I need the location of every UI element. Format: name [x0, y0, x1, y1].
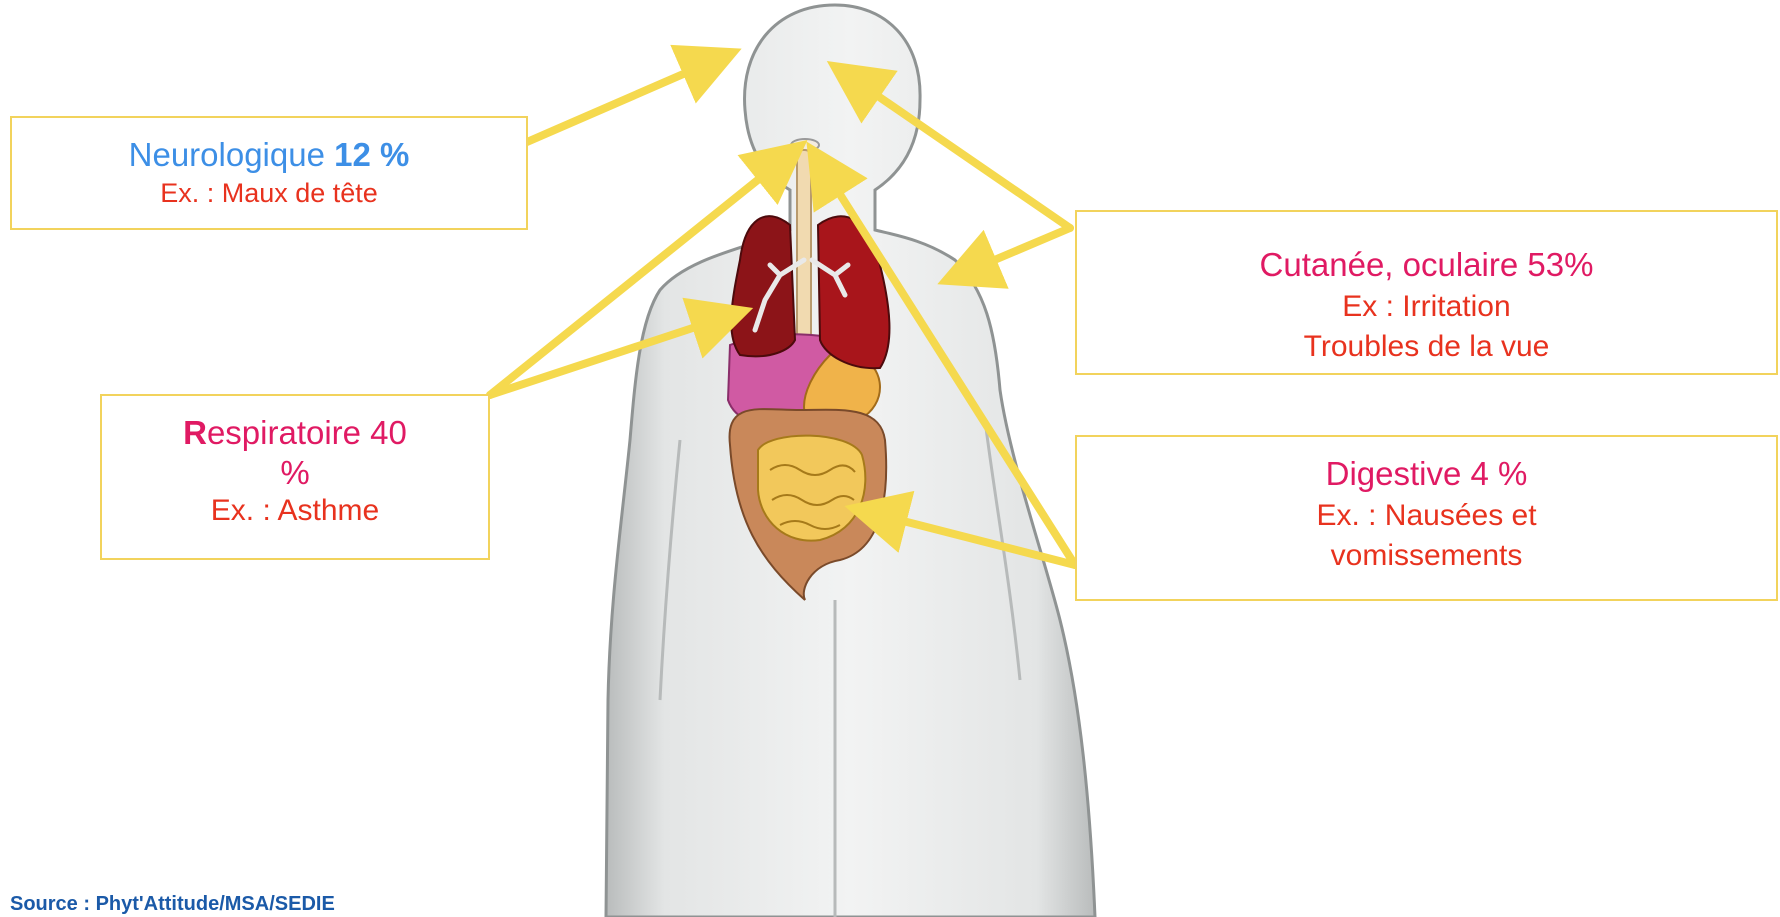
digestive-example-2: vomissements [1077, 539, 1776, 573]
left-lung [731, 216, 795, 356]
arrow-cutanee-arm [952, 228, 1070, 278]
cutanee-box: Cutanée, oculaire 53% Ex : Irritation Tr… [1075, 210, 1778, 375]
digestive-box: Digestive 4 % Ex. : Nausées et vomisseme… [1075, 435, 1778, 601]
neurologique-example: Ex. : Maux de tête [12, 178, 526, 209]
neurologique-percent: 12 % [334, 136, 409, 173]
respiratoire-example: Ex. : Asthme [102, 494, 488, 528]
cutanee-title: Cutanée, oculaire 53% [1077, 246, 1776, 284]
neurologique-box: Neurologique 12 % Ex. : Maux de tête [10, 116, 528, 230]
digestive-example-1: Ex. : Nausées et [1077, 499, 1776, 533]
neurologique-title-line: Neurologique 12 % [12, 136, 526, 174]
respiratoire-label: espiratoire 40 [207, 414, 407, 451]
respiratoire-percent: % [102, 454, 488, 492]
respiratoire-initial: R [183, 414, 207, 451]
cutanee-example-2: Troubles de la vue [1077, 330, 1776, 364]
source-caption: Source : Phyt'Attitude/MSA/SEDIE [10, 893, 335, 916]
digestive-title: Digestive 4 % [1077, 455, 1776, 493]
neurologique-label: Neurologique [129, 136, 325, 173]
arrow-neuro-head [527, 55, 727, 142]
respiratoire-box: Respiratoire 40 % Ex. : Asthme [100, 394, 490, 560]
respiratoire-title: Respiratoire 40 [102, 414, 488, 452]
trachea [797, 150, 811, 360]
cutanee-example-1: Ex : Irritation [1077, 290, 1776, 324]
